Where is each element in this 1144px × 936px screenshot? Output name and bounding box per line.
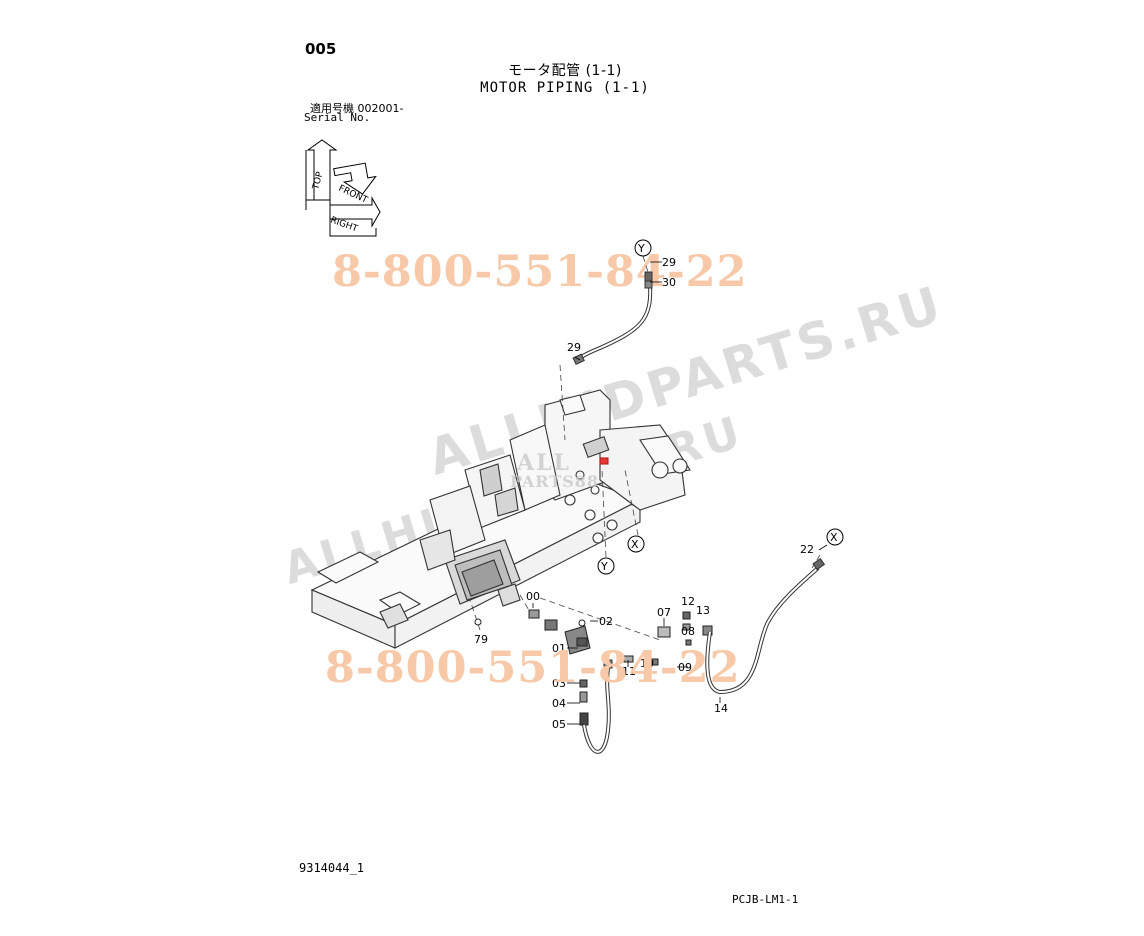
title-japanese: モータ配管 (1-1) — [508, 63, 622, 79]
serial-label-english: Serial No. — [304, 111, 371, 124]
orientation-top-label: TOP — [311, 170, 326, 192]
ref-x-right-circle — [826, 528, 844, 546]
ref-y-top-label: Y — [637, 242, 645, 255]
callout-03: 03 — [552, 677, 566, 690]
hose-lower-left — [582, 659, 613, 754]
ref-y-top-circle — [634, 239, 652, 257]
callout-13: 13 — [696, 604, 710, 617]
watermark-phone-bottom: 8-800-551-84-22 — [325, 643, 741, 693]
page-code: 005 — [305, 40, 337, 58]
hose-right — [705, 557, 826, 695]
ref-y-bottom-label: Y — [600, 560, 608, 573]
callout-02: 02 — [599, 615, 613, 628]
callout-05: 05 — [552, 718, 566, 731]
ref-y-bottom-circle — [597, 557, 615, 575]
callout-10: 10 — [640, 657, 654, 670]
callout-12: 12 — [681, 595, 695, 608]
callout-29-mid: 29 — [567, 341, 581, 354]
callout-79: 79 — [474, 633, 488, 646]
sheet-code: PCJB-LM1-1 — [732, 893, 799, 906]
ref-x-frame-circle — [627, 535, 645, 553]
callout-14: 14 — [714, 702, 728, 715]
ref-x-frame-label: X — [631, 538, 639, 551]
callout-11: 11 — [622, 665, 636, 678]
callout-07: 07 — [657, 606, 671, 619]
orientation-icon: TOP FRONT RIGHT — [305, 139, 381, 237]
reference-markers — [597, 239, 844, 575]
hose-upper — [572, 271, 653, 365]
watermark-logo-line2: PARTS88 — [510, 472, 600, 491]
fitting-assembly-left — [474, 609, 591, 726]
callout-00: 00 — [526, 590, 540, 603]
callout-04: 04 — [552, 697, 566, 710]
watermark-phone-top: 8-800-551-84-22 — [332, 247, 748, 297]
ref-x-right-label: X — [830, 531, 838, 544]
callout-labels: Y Y X X 29 30 29 22 00 02 01 03 04 05 79… — [474, 242, 838, 731]
callout-01: 01 — [552, 642, 566, 655]
drawing-number: 9314044_1 — [299, 861, 365, 875]
title-english: MOTOR PIPING (1-1) — [480, 80, 650, 96]
serial-label-japanese: 適用号機 002001- — [310, 102, 404, 115]
leader-lines — [469, 255, 821, 641]
track-frame — [310, 389, 691, 649]
callout-leaders — [532, 261, 828, 725]
callout-09: 09 — [678, 661, 692, 674]
callout-29-top: 29 — [662, 256, 676, 269]
callout-08: 08 — [681, 625, 695, 638]
watermark-logo-line1: ALL — [517, 450, 572, 476]
fitting-assembly-right — [623, 611, 713, 666]
callout-30: 30 — [662, 276, 676, 289]
callout-22: 22 — [800, 543, 814, 556]
